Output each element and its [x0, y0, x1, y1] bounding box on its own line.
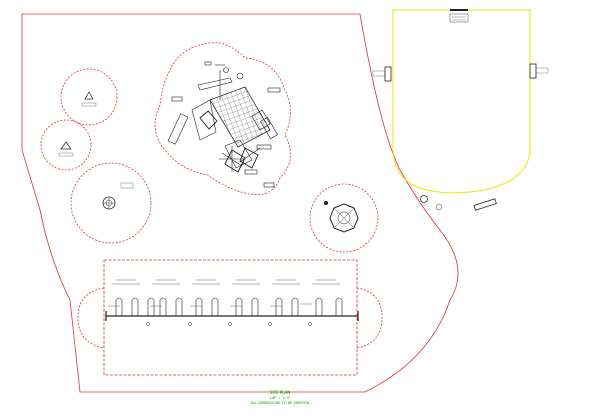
bench-icon — [473, 198, 497, 211]
triangle-marker-icon — [60, 141, 72, 150]
triangle-area-lower — [40, 119, 92, 171]
triangle-marker-icon — [84, 91, 94, 100]
site-boundary — [21, 13, 459, 393]
title-line-2: 1/8" = 1'-0" — [270, 396, 291, 400]
sports-court — [392, 9, 531, 194]
bike-rack-stalls — [115, 297, 343, 316]
title-line-3: ALL DIMENSIONS TO BE VERIFIED — [251, 401, 310, 405]
playground-area — [154, 42, 291, 196]
gazebo-area — [309, 183, 379, 253]
title-block: SITE PLAN 1/8" = 1'-0" ALL DIMENSIONS TO… — [251, 390, 310, 405]
trash-can-icon — [420, 195, 428, 203]
post-icon — [435, 203, 443, 211]
post-markers — [146, 322, 312, 326]
title-line-1: SITE PLAN — [270, 390, 290, 395]
parking-area — [77, 259, 383, 376]
picnic-table-area — [70, 162, 152, 244]
gazebo-icon — [329, 203, 359, 233]
hoop-right — [529, 63, 549, 79]
triangle-area-upper — [60, 68, 118, 126]
stall-labels — [108, 279, 340, 307]
court-label-top — [449, 13, 469, 23]
hoop-left — [372, 66, 392, 82]
play-structure — [167, 61, 281, 188]
